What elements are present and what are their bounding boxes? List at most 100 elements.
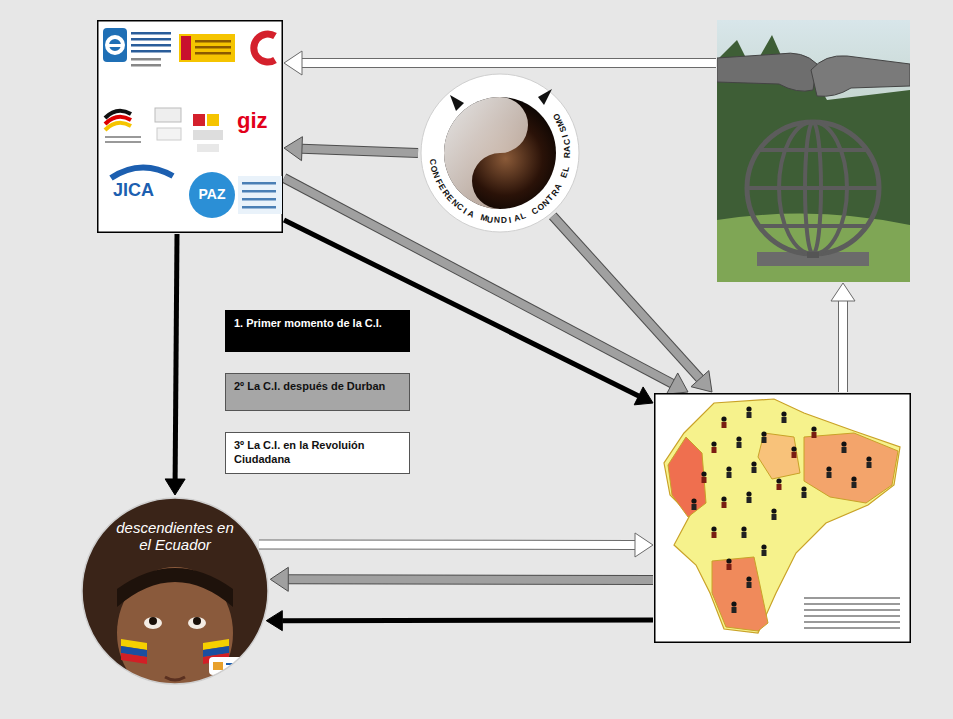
arrow-head [270,567,288,591]
map-figure [802,492,807,498]
child-eye [188,617,206,629]
arrow-head [691,371,712,392]
child-face [117,567,233,685]
statue-globe [747,122,879,254]
node-illustration [420,73,580,233]
logo-panel [98,21,283,233]
ring-letter: C [562,138,571,145]
aecid-logo [107,44,123,47]
arrow-outline [288,574,653,585]
conference-emblem: CONFERENCIA MUNDIAL CONTRA EL RACISMO [420,73,580,233]
child-eye [193,617,201,625]
child-eye [144,617,162,629]
arrow-head [284,137,302,161]
map-figure [712,532,717,538]
province-region [668,437,706,517]
logo-text: PAZ [190,186,234,202]
province-region [758,433,800,479]
map-figure [772,514,777,520]
map-figure [722,502,727,508]
arrow-outline [302,149,418,153]
arrow-shaft [288,575,653,584]
map-figure [761,544,766,549]
arrow-shaft [839,301,847,392]
map-figure [811,426,816,431]
block-arrow [284,51,716,75]
logo-fine-print [131,38,171,41]
map-figure [812,432,817,438]
handshake-photo [717,20,910,282]
logo-fine-print [131,44,171,47]
block-arrow [165,234,185,495]
map-figure [747,582,752,588]
giz-badge [155,108,181,122]
statue-globe [747,186,879,190]
map-figure [726,558,731,563]
map-figure [852,482,857,488]
giz-badge [157,128,181,140]
map-figure [761,431,766,436]
map-figure [841,441,846,446]
map-figure [747,412,752,418]
ring-letter: A [467,209,476,219]
ring-pointer [450,95,464,111]
c-logo [254,34,275,62]
ecuador-land [664,399,900,633]
arrow-shaft [302,59,716,67]
giz-badge [193,130,223,140]
arrow-head [266,611,282,631]
map-figure [791,446,796,451]
map-figure [842,447,847,453]
statue-base [757,252,869,266]
logo-fine-print [105,141,141,143]
legend-box: 1. Primer momento de la C.I. [225,310,410,352]
aecid-logo [107,37,123,53]
logo-fine-print [195,46,231,49]
map-fine-print [804,627,900,629]
logo-fine-print [195,52,231,55]
photo-trees [717,35,910,282]
ring-letter: A [563,145,572,152]
statue-globe [759,148,867,152]
map-figure [731,601,736,606]
arrow-head [165,479,185,495]
logo-box: gizJICAPAZ [97,20,283,233]
map-figure [726,466,731,471]
giz-badge [197,144,219,152]
logo-fine-print [131,58,161,61]
arrow-head [284,51,302,75]
arrow-outline [259,539,635,550]
arrow-head [634,387,653,405]
map-figure [792,452,797,458]
map-figure [727,564,732,570]
arrow-shaft [302,149,418,153]
conference-emblem [444,97,556,209]
logo-text: giz [237,108,268,134]
legend-text: 1. Primer momento de la C.I. [234,317,401,331]
arrow-outline [838,301,848,392]
photo-grass [717,214,910,282]
logo-fine-print [242,190,276,193]
ring-letter: D [500,216,507,225]
ring-letter: I [561,133,570,137]
child-photo-circle: descendientes en el Ecuador [81,497,269,685]
logo-fine-print [242,206,276,209]
statue-hand [717,53,817,91]
statue-globe [759,224,867,228]
child-hair [117,568,233,607]
map-figure [762,550,767,556]
ring-letter [475,212,480,221]
arrow-shaft [553,216,700,379]
conference-swirl [444,97,528,209]
logo-fine-print [131,50,171,53]
ring-letter: N [494,216,501,225]
paz-logo [189,172,235,218]
map-figure [776,478,781,483]
legend-text: 2º La C.I. después de Durban [234,380,401,394]
map-figure [721,416,726,421]
ring-text: CONFERENCIA MUNDIAL CONTRA EL RACISMO [420,73,580,233]
publication-badge [213,662,223,670]
logo-fine-print [242,182,276,185]
map-figure [746,406,751,411]
